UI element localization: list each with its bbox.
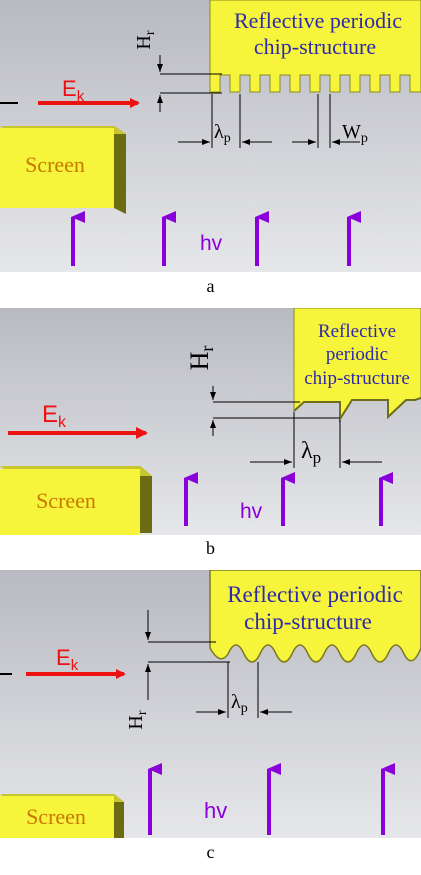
structure-label-line2: periodic — [326, 344, 388, 365]
diagram-panel-c: Reflective periodic chip-structure Hr λp… — [0, 570, 421, 838]
height-label: Hr — [125, 710, 150, 729]
height-dimension — [145, 610, 230, 700]
period-dimension — [196, 662, 292, 718]
photon-label: hv — [240, 500, 263, 523]
structure-label-line2: chip-structure — [254, 34, 376, 59]
reflective-structure — [209, 0, 421, 93]
screen-label: Screen — [25, 152, 85, 177]
screen-label: Screen — [36, 488, 96, 513]
photon-arrows — [71, 211, 361, 266]
caption-b: b — [206, 538, 215, 558]
energy-label: Ek — [62, 76, 85, 105]
height-dimension — [157, 55, 222, 112]
screen-block — [0, 794, 124, 838]
caption-a: a — [206, 276, 215, 296]
height-label: Hr — [133, 30, 158, 49]
reflective-structure — [209, 570, 421, 663]
energy-label: Ek — [56, 645, 79, 674]
structure-label-line1: Reflective — [318, 321, 396, 342]
photon-arrows — [184, 472, 393, 526]
height-label: Hr — [185, 346, 217, 371]
screen-label: Screen — [26, 804, 86, 829]
diagram-panel-b: Reflective periodic chip-structure Hr λp… — [0, 308, 421, 535]
photon-label: hv — [200, 232, 223, 255]
period-dimension — [178, 94, 272, 148]
screen-block — [0, 466, 152, 535]
period-dimension — [250, 412, 382, 468]
screen-block — [0, 126, 126, 214]
structure-label-line2: chip-structure — [244, 609, 372, 634]
photon-arrows — [148, 763, 395, 835]
energy-label: Ek — [42, 401, 67, 431]
period-label: λp — [231, 691, 248, 716]
structure-label-line1: Reflective periodic — [227, 582, 403, 607]
period-label: λp — [301, 438, 321, 467]
reflective-structure — [293, 308, 421, 423]
structure-label-line3: chip-structure — [304, 368, 410, 389]
height-dimension — [210, 386, 340, 436]
width-dimension — [292, 94, 360, 148]
diagram-panel-a: Reflective periodic chip-structure Hr λp… — [0, 0, 421, 272]
period-label: λp — [214, 121, 231, 146]
caption-c: c — [206, 842, 215, 862]
width-label: Wp — [342, 121, 368, 146]
structure-label-line1: Reflective periodic — [234, 8, 402, 33]
photon-label: hv — [204, 798, 227, 823]
